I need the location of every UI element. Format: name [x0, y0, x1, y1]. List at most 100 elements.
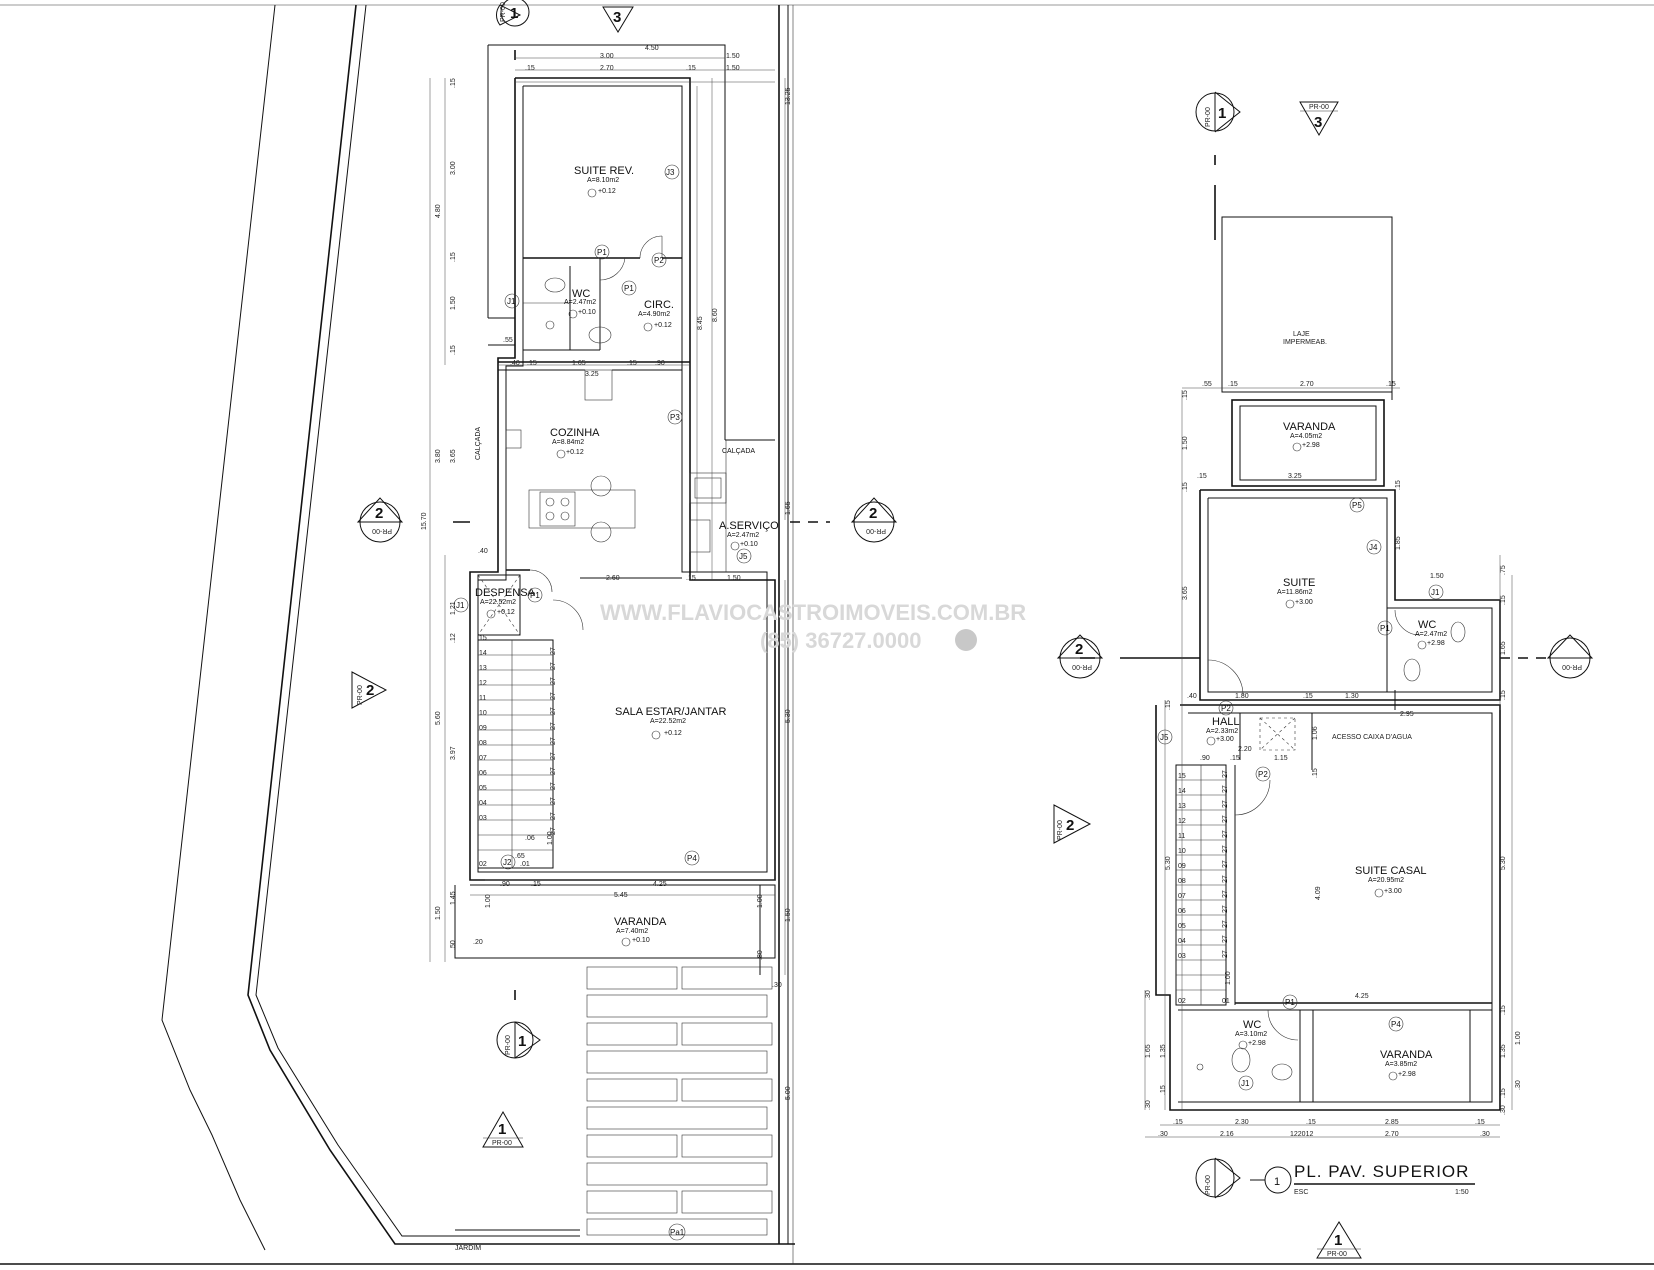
dimension-label: .15 [450, 252, 457, 262]
dimension-label: 2.85 [1385, 1119, 1399, 1126]
riser-label: 27 [550, 797, 557, 805]
ground-dimension-lines [429, 57, 786, 975]
upper-level-markers [1206, 442, 1427, 1081]
room-name: LAJE [1293, 331, 1310, 338]
dimension-label: 1.00 [1515, 1031, 1522, 1045]
dimension-label: 13.25 [785, 87, 792, 105]
dimension-label: .15 [627, 360, 637, 367]
riser-label: 27 [1222, 875, 1229, 883]
phone-icon [955, 629, 977, 651]
room-area: A=2.33m2 [1206, 728, 1238, 735]
room-name: HALL [1212, 716, 1240, 728]
calcada-label: CALÇADA [722, 448, 755, 455]
room-area: A=2.47m2 [1415, 631, 1447, 638]
stair-step: 01 [1222, 998, 1230, 1005]
riser-label: 27 [1222, 845, 1229, 853]
stair-step: 04 [1178, 938, 1186, 945]
riser-label: 27 [1222, 770, 1229, 778]
room-name: SUITE REV. [574, 165, 634, 177]
room-level: +0.12 [497, 609, 515, 616]
tag-label: J1 [456, 601, 465, 610]
room-area: A=11.86m2 [1277, 589, 1313, 596]
riser-label: 27 [550, 647, 557, 655]
dimension-label: .80 [757, 950, 764, 960]
marker-number: 2 [1066, 817, 1074, 834]
tag-label: J5 [739, 552, 748, 561]
dimension-label: 3.65 [450, 449, 457, 463]
dimension-label: .65 [515, 853, 525, 860]
dimension-label: 1.80 [1235, 693, 1249, 700]
stair-step: 06 [479, 770, 487, 777]
tag-label: P3 [670, 413, 680, 422]
stair-step: 14 [1178, 788, 1186, 795]
ground-element-tags: J3 P1 P2 P1 J1 P3 J5 J1 P1 J2 P4 Pa1 [453, 164, 752, 1241]
riser-label: 27 [1222, 920, 1229, 928]
riser-label: 27 [550, 707, 557, 715]
dimension-label: .15 [1395, 480, 1402, 490]
room-area: A=22.52m2 [480, 599, 516, 606]
section-marker-1f: 1 PR-00 [1316, 1221, 1362, 1259]
room-level: +3.00 [1295, 599, 1313, 606]
dimension-label: .15 [1303, 693, 1313, 700]
upper-element-tags: P5 J4 J1 P1 P2 J5 P2 P1 P4 J1 [1157, 497, 1444, 1091]
room-area: A=8.84m2 [552, 439, 584, 446]
ground-stair-risers: 27 27 27 27 27 27 27 27 27 27 27 27 27 [550, 647, 557, 835]
section-marker-1b: 1 PR-00 [496, 1021, 541, 1059]
dimension-label: .12 [450, 633, 457, 643]
stair-step: 06 [1178, 908, 1186, 915]
stair-step: 08 [1178, 878, 1186, 885]
room-level: +0.10 [632, 937, 650, 944]
title-text: PL. PAV. SUPERIOR [1294, 1162, 1469, 1181]
dimension-label: 2.20 [1238, 746, 1252, 753]
dimension-label: 1.06 [1312, 726, 1319, 740]
room-level: +0.10 [578, 309, 596, 316]
dimension-label: .40 [1187, 693, 1197, 700]
dimension-label: .06 [525, 835, 535, 842]
marker-number: 1 [1334, 1232, 1342, 1249]
stair-step: 15 [479, 635, 487, 642]
room-area: A=3.10m2 [1235, 1031, 1267, 1038]
section-marker-2c: 2 PR-00 [351, 671, 388, 709]
stair-step: 09 [1178, 863, 1186, 870]
stair-step: 07 [479, 755, 487, 762]
marker-ref: PR-00 [500, 2, 507, 22]
dimension-label: 4.09 [1315, 886, 1322, 900]
marker-number: 2 [366, 682, 374, 699]
dimension-label: .15 [1197, 473, 1207, 480]
tag-label: P2 [1221, 704, 1231, 713]
stair-step: 04 [479, 800, 487, 807]
dimension-label: .15 [1386, 381, 1396, 388]
marker-ref: PR-00 [1057, 820, 1064, 840]
marker-ref: PR-00 [1205, 1175, 1212, 1195]
riser-label: 27 [1222, 950, 1229, 958]
dimension-label: .30 [1480, 1131, 1490, 1138]
tag-label: P1 [1285, 998, 1295, 1007]
dimension-label: 122012 [1290, 1131, 1313, 1138]
dimension-label: 1.50 [1182, 436, 1189, 450]
room-level: +0.10 [740, 541, 758, 548]
dimension-label: .15 [1312, 768, 1319, 778]
room-area: A=3.85m2 [1385, 1061, 1417, 1068]
stair-step: 02 [479, 861, 487, 868]
room-name: VARANDA [1283, 421, 1336, 433]
watermark: WWW.FLAVIOCASTROIMOVEIS.COM.BR (85) 3672… [600, 600, 1026, 653]
ground-floor-plan [453, 44, 830, 1236]
ground-dimensions: 4.50 3.00 1.50 1.50 .15 2.70 .15 13.25 4… [421, 45, 792, 1100]
marker-number: 1 [510, 5, 518, 22]
dimension-label: 5.30 [1500, 856, 1507, 870]
section-marker-2d: 2 PR-00 [1056, 634, 1104, 679]
tag-label: J1 [1241, 1079, 1250, 1088]
section-marker-1d: 1 PR-00 [1195, 91, 1241, 133]
dimension-label: 1.35 [1500, 1044, 1507, 1058]
riser-label: 27 [1222, 815, 1229, 823]
tag-label: J2 [503, 858, 512, 867]
dimension-label: .15 [450, 345, 457, 355]
room-area: A=22.52m2 [650, 718, 686, 725]
room-level: +2.98 [1302, 442, 1320, 449]
dimension-label: 3.65 [1182, 586, 1189, 600]
level-markers [486, 188, 740, 947]
lot-boundary [161, 4, 795, 1251]
marker-number: 1 [498, 1121, 506, 1138]
tag-label: J1 [507, 297, 516, 306]
marker-number: 1 [1218, 105, 1226, 122]
